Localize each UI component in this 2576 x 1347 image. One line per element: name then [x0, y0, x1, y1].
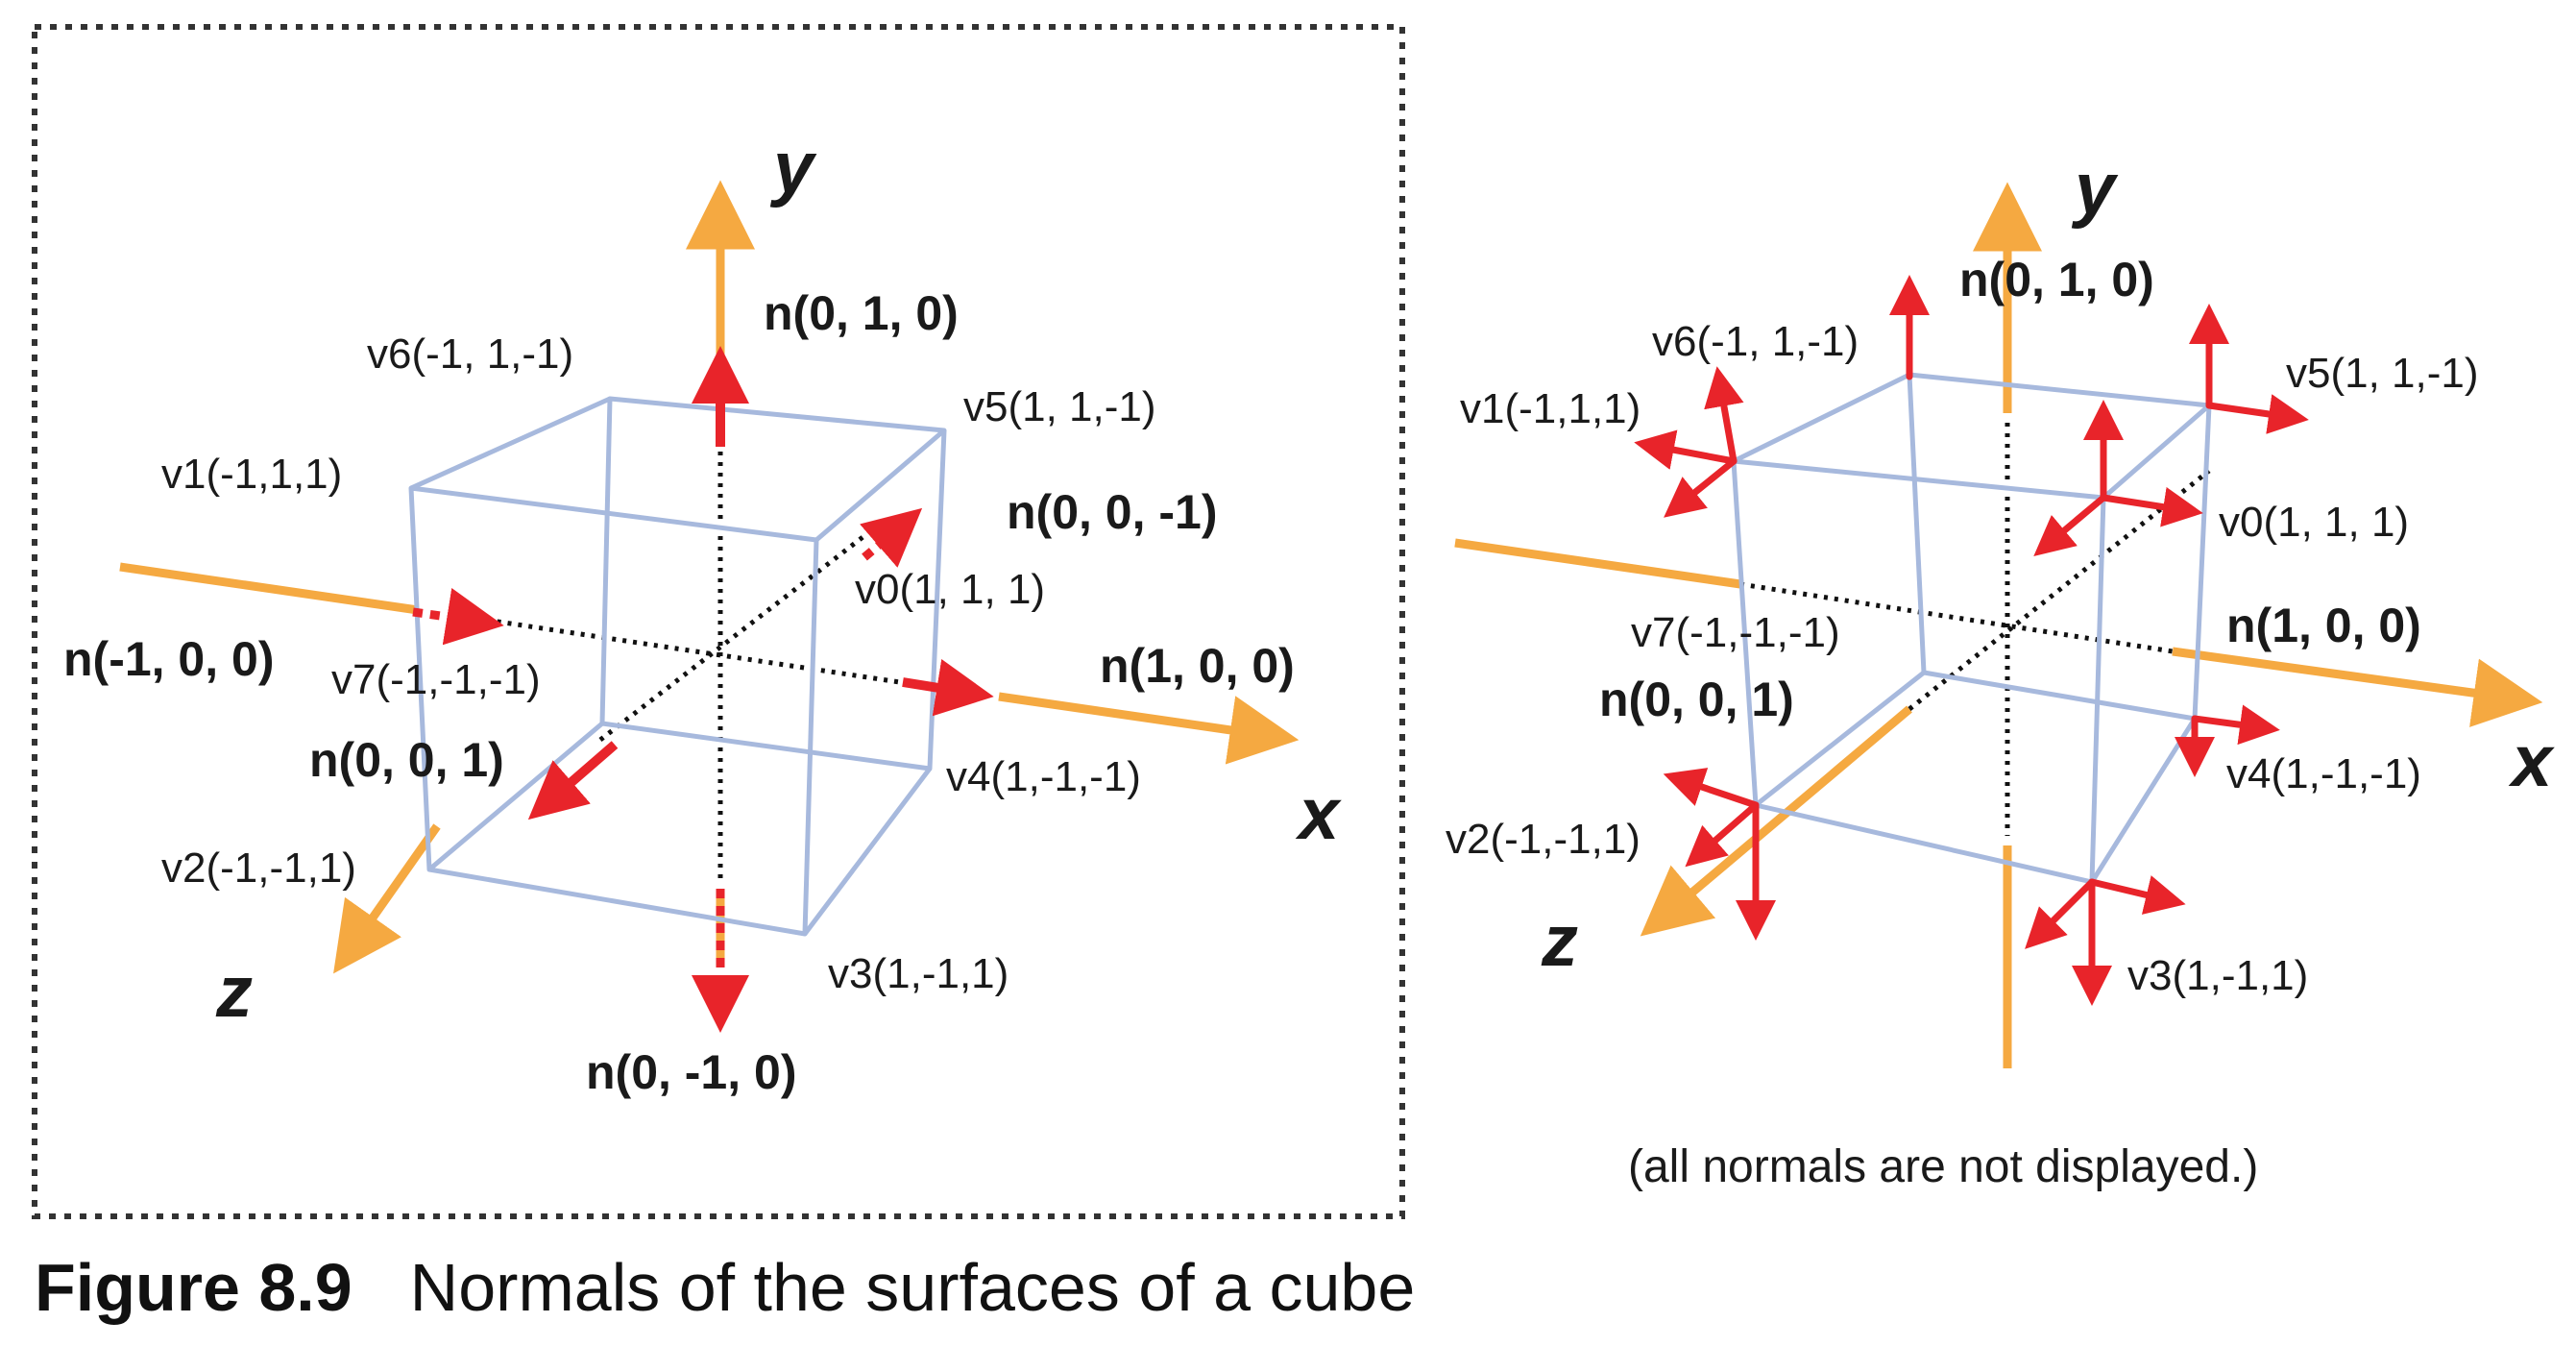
left-normal-label-front: n(0, 0, 1)	[309, 733, 504, 787]
right-axis-label-x: x	[2508, 721, 2555, 802]
left-x-axis	[998, 692, 1300, 765]
left-normal-front-arrow	[527, 741, 619, 820]
right-vertex-label-v6: v6(-1, 1,-1)	[1652, 318, 1859, 365]
right-panel: y x z v6(-1, 1,-1) v5(1, 1,-1) v1(-1,1,1…	[1446, 148, 2555, 1192]
left-normal-left-arrow	[442, 588, 504, 646]
right-x-axis-neg	[1454, 538, 1741, 589]
right-vertex-normals	[1634, 275, 2309, 1006]
right-normal-label-front: n(0, 0, 1)	[1599, 673, 1794, 726]
left-panel-frame	[32, 24, 1405, 1219]
left-vertex-label-v7: v7(-1,-1,-1)	[331, 656, 541, 703]
right-z-axis	[1640, 705, 1912, 937]
left-normal-label-top: n(0, 1, 0)	[764, 286, 959, 340]
left-axis-label-x: x	[1295, 773, 1342, 855]
left-normal-right-arrow	[902, 659, 994, 717]
left-normal-label-back: n(0, 0, -1)	[1007, 485, 1217, 539]
left-vertex-label-v3: v3(1,-1,1)	[828, 950, 1009, 997]
right-vertex-label-v4: v4(1,-1,-1)	[2226, 750, 2421, 797]
right-vertex-label-v0: v0(1, 1, 1)	[2219, 499, 2409, 546]
left-vertex-label-v2: v2(-1,-1,1)	[161, 845, 356, 892]
left-axis-label-y: y	[769, 127, 817, 208]
left-axis-label-z: z	[215, 951, 253, 1033]
right-vertex-label-v7: v7(-1,-1,-1)	[1631, 609, 1840, 656]
right-axis-label-y: y	[2071, 148, 2119, 230]
left-normal-label-right: n(1, 0, 0)	[1100, 639, 1295, 693]
left-normal-left-dash	[412, 607, 462, 624]
left-cube	[408, 396, 947, 937]
figure-number: Figure 8.9	[35, 1250, 352, 1325]
right-panel-note: (all normals are not displayed.)	[1628, 1141, 2258, 1192]
left-z-axis	[333, 823, 441, 974]
left-vertex-label-v1: v1(-1,1,1)	[161, 451, 342, 498]
left-x-axis-neg	[119, 562, 419, 615]
right-vertex-label-v3: v3(1,-1,1)	[2127, 952, 2308, 999]
right-z-axis-hidden	[1908, 469, 2211, 711]
left-normal-label-left: n(-1, 0, 0)	[63, 632, 274, 686]
left-vertex-label-v6: v6(-1, 1,-1)	[367, 331, 573, 378]
figure-caption: Figure 8.9 Normals of the surfaces of a c…	[35, 1249, 1415, 1326]
left-normal-back-arrow	[860, 507, 923, 568]
left-vertex-label-v4: v4(1,-1,-1)	[946, 753, 1141, 800]
figure-title: Normals of the surfaces of a cube	[409, 1250, 1416, 1325]
right-vertex-label-v1: v1(-1,1,1)	[1460, 385, 1640, 432]
left-panel: y x z v6(-1, 1,-1) v5(1, 1,-1) v1(-1,1,1…	[32, 24, 1405, 1219]
left-normal-back-dash	[862, 529, 896, 561]
right-normal-label-right: n(1, 0, 0)	[2226, 599, 2421, 652]
right-vertex-label-v5: v5(1, 1,-1)	[2286, 350, 2479, 397]
right-x-axis	[2172, 647, 2543, 727]
left-normal-label-bottom: n(0, -1, 0)	[586, 1045, 796, 1099]
right-axis-label-z: z	[1541, 900, 1578, 982]
left-vertex-label-v5: v5(1, 1,-1)	[963, 383, 1156, 430]
right-vertex-label-v2: v2(-1,-1,1)	[1446, 816, 1640, 863]
left-vertex-label-v0: v0(1, 1, 1)	[855, 566, 1045, 613]
left-x-axis-hidden	[465, 614, 913, 687]
left-z-axis-hidden	[598, 527, 876, 742]
right-normal-label-top: n(0, 1, 0)	[1959, 253, 2154, 306]
